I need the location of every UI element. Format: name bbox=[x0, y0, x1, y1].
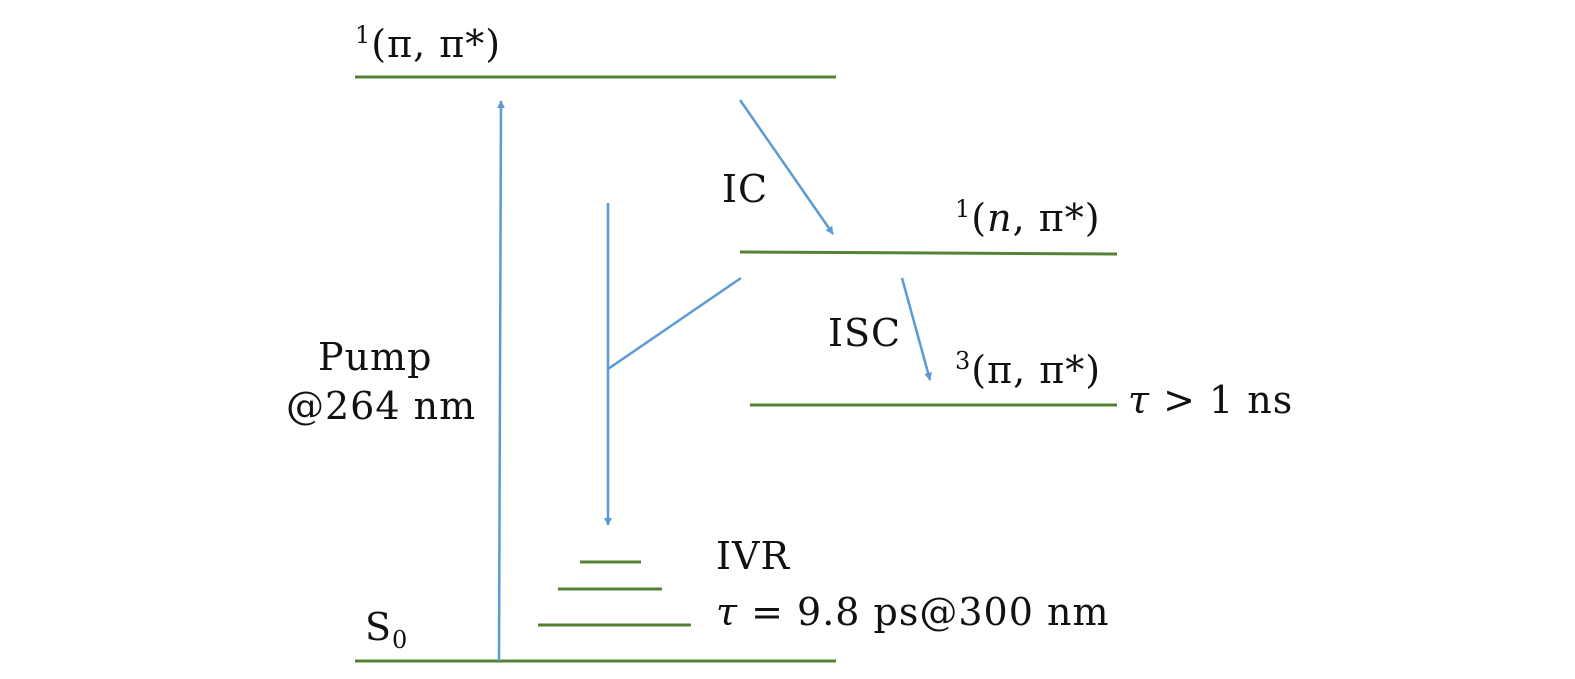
isc-label: ISC bbox=[828, 311, 901, 355]
pump-arrow bbox=[496, 100, 505, 662]
ic-label: IC bbox=[722, 167, 768, 211]
isc-arrow bbox=[900, 277, 932, 381]
s1-pipi-label: 1(π, π*) bbox=[355, 21, 501, 66]
s1-npi-label: 1(n, π*) bbox=[955, 195, 1101, 240]
pump-label-line1: Pump bbox=[318, 335, 432, 379]
t1-pipi-label: 3(π, π*) bbox=[955, 347, 1101, 392]
ivr-label: IVR bbox=[716, 534, 790, 578]
triplet-lifetime-label: τ > 1 ns bbox=[1128, 378, 1293, 422]
relaxation-branch-line bbox=[607, 276, 742, 371]
s0-label: S0 bbox=[365, 605, 408, 654]
ivr-lifetime-label: τ = 9.8 ps@300 nm bbox=[716, 590, 1109, 634]
pump-label-line2: @264 nm bbox=[286, 384, 476, 428]
ic-arrow bbox=[738, 99, 835, 235]
s1-npi-level bbox=[739, 250, 1118, 256]
